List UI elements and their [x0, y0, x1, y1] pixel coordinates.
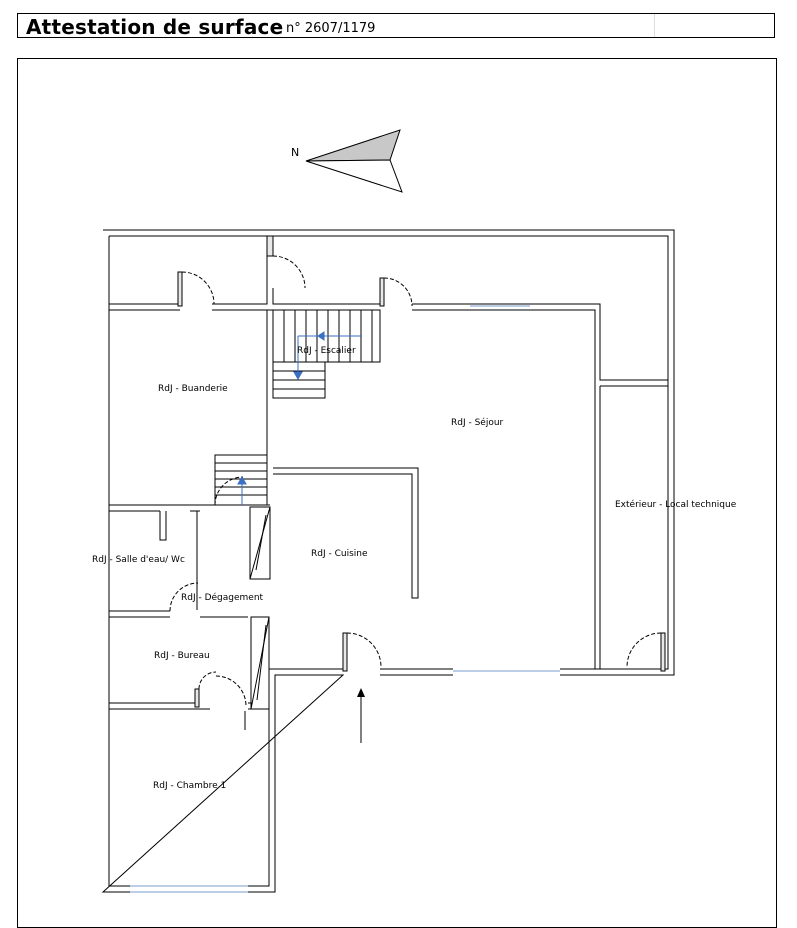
header-divider — [654, 14, 655, 37]
compass-north-label: N — [291, 146, 299, 159]
room-label-salle-eau: RdJ - Salle d'eau/ Wc — [92, 555, 185, 565]
room-label-sejour: RdJ - Séjour — [451, 417, 504, 428]
room-label-escalier: RdJ - Escalier — [297, 346, 356, 356]
room-label-cuisine: RdJ - Cuisine — [311, 549, 368, 559]
north-compass-icon: N — [291, 129, 403, 193]
document-header: Attestation de surface n° 2607/1179 — [17, 13, 775, 39]
doors — [169, 255, 662, 707]
room-label-local-technique: Extérieur - Local technique — [615, 499, 737, 510]
room-label-degagement: RdJ - Dégagement — [181, 592, 264, 603]
room-label-chambre1: RdJ - Chambre 1 — [153, 781, 226, 791]
entrance-arrow-icon — [357, 688, 365, 743]
document-reference: n° 2607/1179 — [286, 21, 376, 36]
room-labels: RdJ - Buanderie RdJ - Escalier RdJ - Séj… — [92, 346, 737, 791]
staircase — [214, 309, 381, 506]
wall-fills — [177, 235, 666, 708]
stair-arrows — [237, 331, 362, 505]
document-title: Attestation de surface — [26, 15, 284, 39]
room-label-buanderie: RdJ - Buanderie — [158, 384, 228, 394]
room-label-bureau: RdJ - Bureau — [154, 651, 210, 661]
walls — [101, 229, 675, 893]
